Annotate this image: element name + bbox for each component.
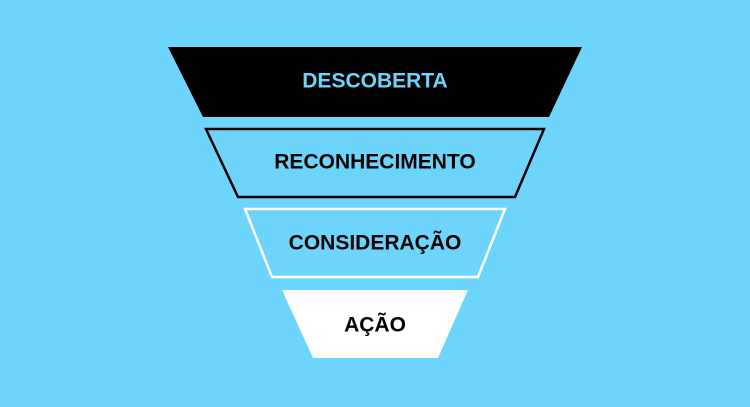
funnel-stage-reconhecimento-label: RECONHECIMENTO <box>274 151 475 174</box>
funnel-stage-consideracao: CONSIDERAÇÃO <box>243 207 507 279</box>
funnel-stage-consideracao-label: CONSIDERAÇÃO <box>289 232 462 255</box>
funnel-stage-acao: AÇÃO <box>282 290 468 358</box>
funnel-stage-reconhecimento: RECONHECIMENTO <box>204 127 546 199</box>
funnel-stage-consideracao-shape <box>243 207 507 279</box>
funnel-stage-acao-label: AÇÃO <box>344 314 406 337</box>
funnel-stage-descoberta-shape <box>168 47 582 117</box>
funnel-stage-descoberta: DESCOBERTA <box>168 47 582 117</box>
funnel-stage-acao-shape <box>282 290 468 358</box>
funnel-stage-descoberta-label: DESCOBERTA <box>302 70 447 93</box>
funnel-stage-reconhecimento-shape <box>204 127 546 199</box>
